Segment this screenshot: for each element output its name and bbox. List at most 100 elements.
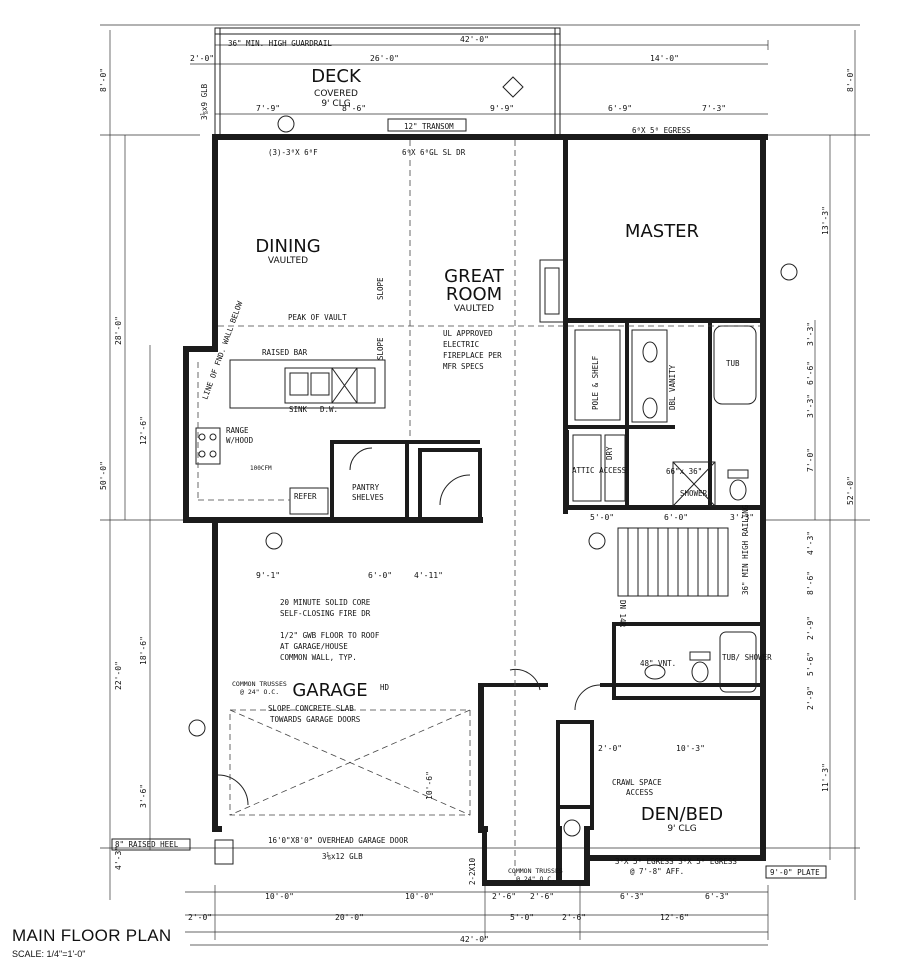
range-note: RANGE bbox=[226, 426, 249, 435]
slope2-note: SLOPE bbox=[376, 337, 385, 360]
peak-note: PEAK OF VAULT bbox=[288, 313, 347, 322]
dim-left-12-6: 12'-6" bbox=[139, 416, 148, 445]
dry-note: DRY bbox=[605, 446, 614, 460]
trusses-note-2: @ 24" O.C. bbox=[240, 688, 279, 696]
dim-top-14: 14'-0" bbox=[650, 54, 679, 63]
glb-note: 3⅛x12 GLB bbox=[322, 852, 363, 861]
crawl-note-1: CRAWL SPACE bbox=[612, 778, 662, 787]
dim-hall-3-3: 3'-3" bbox=[730, 513, 754, 522]
dim-bot-5: 5'-0" bbox=[510, 913, 534, 922]
dim-garage-4-11: 4'-11" bbox=[414, 571, 443, 580]
attic-note: ATTIC ACCESS bbox=[572, 466, 627, 475]
cfm-note: 100CFM bbox=[250, 465, 272, 472]
crawl-note-2: ACCESS bbox=[626, 788, 654, 797]
dim-bot-6-3b: 6'-3" bbox=[705, 892, 729, 901]
fireplace-note-2: ELECTRIC bbox=[443, 340, 479, 349]
firedr-note-1: 20 MINUTE SOLID CORE bbox=[280, 598, 371, 607]
dim-bot-2-6c: 2'-6" bbox=[562, 913, 586, 922]
transom-note: 12" TRANSOM bbox=[404, 122, 454, 131]
dim-right-52: 52'-0" bbox=[846, 476, 855, 505]
dim-right-5-6: 5'-6" bbox=[806, 652, 815, 676]
hd-note: HD bbox=[380, 683, 390, 692]
trusses-note-1: COMMON TRUSSES bbox=[232, 680, 287, 688]
dim-bot-overall: 42'-0" bbox=[460, 935, 489, 944]
plan-title: MAIN FLOOR PLAN bbox=[12, 926, 172, 945]
master-label: MASTER bbox=[625, 221, 699, 242]
plan-scale: SCALE: 1/4"=1'-0" bbox=[12, 949, 86, 959]
dimension-text: 42'-0" 26'-0" 14'-0" 2'-0" 7'-9" 8'-6" 9… bbox=[99, 35, 855, 944]
fireplace-note-4: MFR SPECS bbox=[443, 362, 484, 371]
hood-note: W/HOOD bbox=[226, 436, 254, 445]
dining-label: DINING bbox=[255, 236, 320, 257]
dim-bot-2-6a: 2'-6" bbox=[492, 892, 516, 901]
dim-right-3-3a: 3'-3" bbox=[806, 322, 815, 346]
dim-hall-5: 5'-0" bbox=[590, 513, 614, 522]
guardrail-note: 36" MIN. HIGH GUARDRAIL bbox=[228, 39, 332, 48]
fixtures bbox=[195, 140, 760, 880]
dim-bot-10b: 10'-0" bbox=[405, 892, 434, 901]
deck-label: DECK bbox=[311, 66, 362, 87]
raised-bar-note: RAISED BAR bbox=[262, 348, 308, 357]
tub-note: TUB bbox=[726, 359, 740, 368]
dim-left-4-3: 4'-3" bbox=[114, 846, 123, 870]
dim-left-8: 8'-0" bbox=[99, 68, 108, 92]
pantry-note-2: SHELVES bbox=[352, 493, 384, 502]
gwb-note-1: 1/2" GWB FLOOR TO ROOF bbox=[280, 631, 380, 640]
dim-right-11-3: 11'-3" bbox=[821, 763, 830, 792]
twox10-note: 2-2X10 bbox=[468, 857, 477, 885]
dim-right-13-3: 13'-3" bbox=[821, 206, 830, 235]
dim-bot-2-6b: 2'-6" bbox=[530, 892, 554, 901]
dim-top-overall: 42'-0" bbox=[460, 35, 489, 44]
shower-note: SHOWER bbox=[680, 489, 708, 498]
railing-note: 36" MIN HIGH RAILING bbox=[741, 504, 750, 595]
dim-right-4-3: 4'-3" bbox=[806, 531, 815, 555]
den-label: DEN/BED bbox=[641, 804, 723, 825]
dim-deck-7-3: 7'-3" bbox=[702, 104, 726, 113]
den-sub: 9' CLG bbox=[667, 824, 696, 834]
great-room-sub: VAULTED bbox=[454, 304, 494, 314]
sink-note: SINK bbox=[289, 405, 308, 414]
egress-top-note: 6⁰X 5⁰ EGRESS bbox=[632, 126, 691, 135]
french-door-note: (3)-3⁰X 6⁰F bbox=[268, 148, 318, 157]
dim-garage-10-6: 10'-6" bbox=[425, 771, 434, 800]
garage-label: GARAGE bbox=[292, 680, 367, 701]
vanity-note: DBL VANITY bbox=[668, 364, 677, 410]
shower-size-note: 66"x 36" bbox=[666, 467, 702, 476]
dim-garage-6: 6'-0" bbox=[368, 571, 392, 580]
dim-left-28: 28'-0" bbox=[114, 316, 123, 345]
dining-sub: VAULTED bbox=[268, 256, 308, 266]
dim-deck-6-9: 6'-9" bbox=[608, 104, 632, 113]
raised-heel-note: 8" RAISED HEEL bbox=[115, 840, 179, 849]
dim-deck-9-9: 9'-9" bbox=[490, 104, 514, 113]
dim-left-22: 22'-0" bbox=[114, 661, 123, 690]
trusses-b-note-2: @ 24" O.C. bbox=[516, 875, 555, 883]
dim-top-2: 2'-0" bbox=[190, 54, 214, 63]
pantry-note-1: PANTRY bbox=[352, 483, 380, 492]
garage-door-note: 16'0"X8'0" OVERHEAD GARAGE DOOR bbox=[268, 836, 408, 845]
dim-deck-7-9: 7'-9" bbox=[256, 104, 280, 113]
dim-den-2: 2'-0" bbox=[598, 744, 622, 753]
firedr-note-2: SELF-CLOSING FIRE DR bbox=[280, 609, 371, 618]
dim-bot-20: 20'-0" bbox=[335, 913, 364, 922]
dim-right-2-9a: 2'-9" bbox=[806, 616, 815, 640]
trusses-b-note-1: COMMON TRUSSES bbox=[508, 867, 563, 875]
dim-left-18-6: 18'-6" bbox=[139, 636, 148, 665]
dim-bot-6-3a: 6'-3" bbox=[620, 892, 644, 901]
dim-left-50: 50'-0" bbox=[99, 461, 108, 490]
fireplace-note-1: UL APPROVED bbox=[443, 329, 493, 338]
slab-note-2: TOWARDS GARAGE DOORS bbox=[270, 715, 361, 724]
dim-garage-9-1: 9'-1" bbox=[256, 571, 280, 580]
dim-left-3-6: 3'-6" bbox=[139, 784, 148, 808]
dim-right-8-6: 8'-6" bbox=[806, 571, 815, 595]
slab-note-1: SLOPE CONCRETE SLAB bbox=[268, 704, 354, 713]
dim-hall-6: 6'-0" bbox=[664, 513, 688, 522]
dim-right-3-3b: 3'-3" bbox=[806, 394, 815, 418]
slider-door-note: 6⁰X 6⁰GL SL DR bbox=[402, 148, 466, 157]
section-markers bbox=[188, 76, 798, 865]
deck-sub2: 9' CLG bbox=[321, 99, 350, 109]
dim-bot-12-6: 12'-6" bbox=[660, 913, 689, 922]
dim-right-7: 7'-0" bbox=[806, 448, 815, 472]
dim-bot-10a: 10'-0" bbox=[265, 892, 294, 901]
gwb-note-2: AT GARAGE/HOUSE bbox=[280, 642, 348, 651]
